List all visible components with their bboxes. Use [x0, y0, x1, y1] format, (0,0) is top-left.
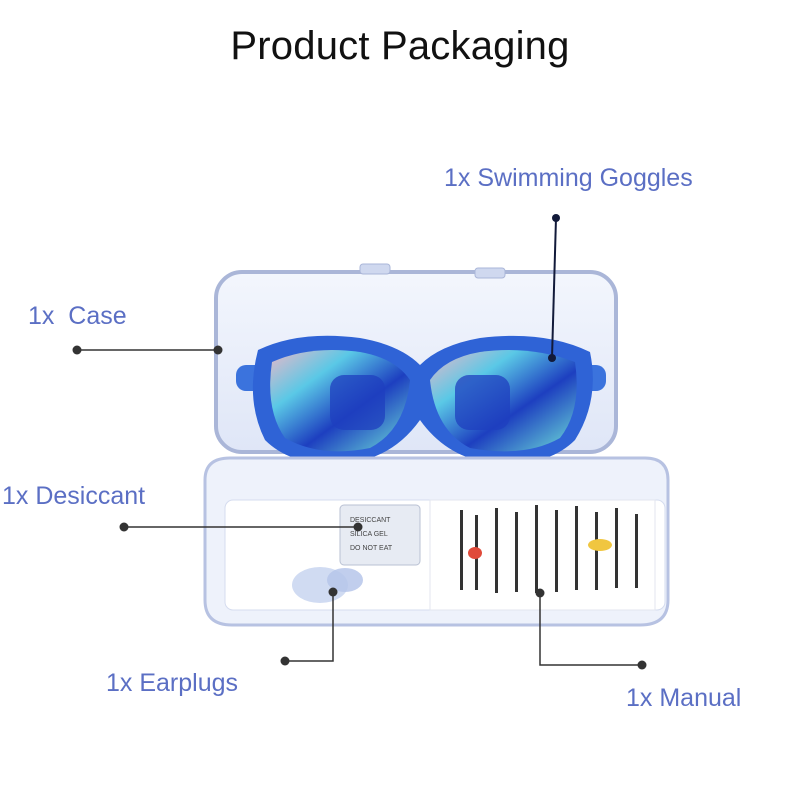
connector-earplugs [280, 587, 338, 666]
label-swimming-goggles: 1x Swimming Goggles [444, 164, 693, 192]
label-earplugs: 1x Earplugs [106, 669, 239, 697]
connector-goggles [548, 214, 560, 362]
desiccant-packet-text: DESICCANT [350, 517, 391, 524]
connector-desiccant [119, 522, 363, 532]
svg-text:SILICA GEL: SILICA GEL [350, 531, 388, 538]
swimming-goggles [236, 335, 606, 464]
connector-manual [535, 588, 647, 670]
label-case: 1x Case [28, 302, 127, 330]
desiccant-packet: DESICCANT SILICA GEL DO NOT EAT [339, 504, 421, 566]
connector-case [72, 345, 223, 355]
svg-text:DO NOT EAT: DO NOT EAT [350, 545, 393, 552]
label-desiccant: 1x Desiccant [2, 482, 146, 510]
label-manual: 1x Manual [626, 684, 742, 712]
page-title: Product Packaging [230, 24, 570, 68]
